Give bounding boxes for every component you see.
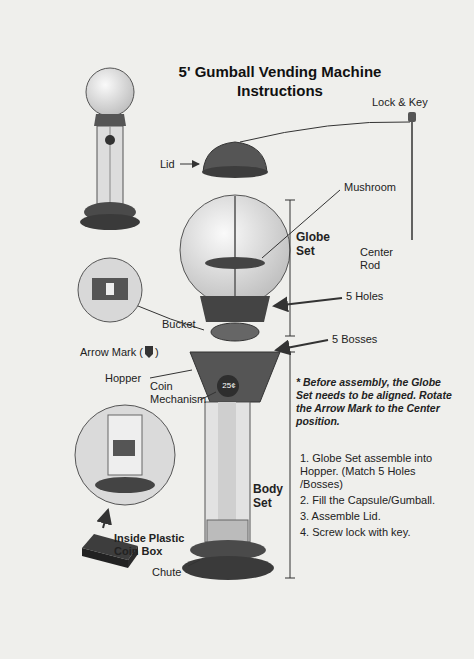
part-label: Globe Set [296,230,330,258]
part-label: Arrow Mark ( [80,346,143,359]
step-text: 1. Globe Set assemble into Hopper. (Matc… [300,452,440,491]
part-label: ) [155,346,159,359]
step-text: 4. Screw lock with key. [300,526,450,539]
part-label: Bucket [162,318,196,331]
part-label: Inside Plastic Coin Box [114,532,199,558]
arrow-mark-row: Arrow Mark ( ) [80,345,159,359]
part-label: Chute [152,566,181,579]
price-mark: 25¢ [218,381,240,391]
arrow-mark-icon [143,345,155,359]
part-label: 5 Bosses [332,333,377,346]
assembly-note: * Before assembly, the Globe Set needs t… [296,376,456,428]
part-label: Lock & Key [372,96,428,109]
part-label: Body Set [253,482,285,510]
sheet-title: 5' Gumball Vending Machine Instructions [170,62,390,100]
part-label: Coin Mechanism [150,380,202,406]
part-label: Lid [160,158,175,171]
part-label: Mushroom [344,181,396,194]
part-label: 5 Holes [346,290,383,303]
step-text: 2. Fill the Capsule/Gumball. [300,494,450,507]
part-label: Hopper [105,372,141,385]
step-text: 3. Assemble Lid. [300,510,450,523]
part-label: Center Rod [360,246,400,272]
